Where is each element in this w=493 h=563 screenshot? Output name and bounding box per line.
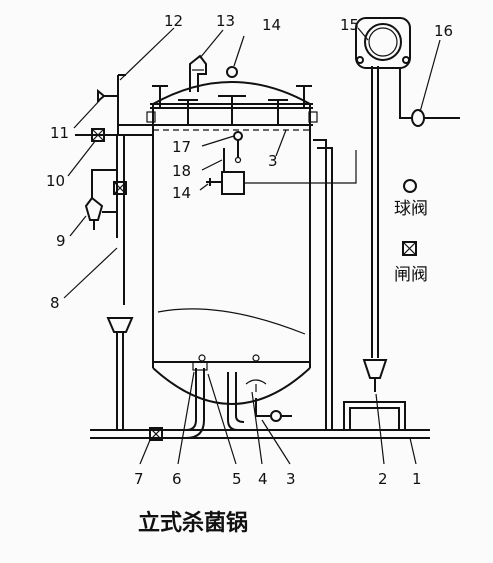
callout-10: 10: [46, 172, 65, 190]
right-piping: [244, 17, 460, 430]
callout-3-bottom: 3: [286, 470, 296, 488]
callout-14-mid: 14: [172, 184, 191, 202]
callout-13: 13: [216, 12, 235, 30]
ball-valve-legend-icon: [403, 179, 417, 193]
callout-8: 8: [50, 294, 60, 312]
legend-ball-valve-label: 球阀: [394, 199, 428, 219]
legend-gate-valve-label: 闸阀: [394, 265, 428, 285]
left-drain-assembly: [84, 135, 134, 430]
callout-1: 1: [412, 470, 422, 488]
callout-5: 5: [232, 470, 242, 488]
callout-11: 11: [50, 124, 69, 142]
callout-15: 15: [340, 16, 359, 34]
callout-17: 17: [172, 138, 191, 156]
retort-vessel: [152, 104, 311, 405]
internal-components: [206, 131, 245, 195]
callout-14-top: 14: [262, 16, 281, 34]
callout-3-mid: 3: [268, 152, 278, 170]
callout-9: 9: [56, 232, 66, 250]
leader-lines: [63, 27, 441, 465]
callout-2: 2: [378, 470, 388, 488]
callout-labels: 12 13 14 15 16 11 10 9 8 17 18 14 3 7 6 …: [46, 12, 453, 488]
callout-12: 12: [164, 12, 183, 30]
diagram-title: 立式杀菌锅: [138, 510, 248, 536]
callout-7: 7: [134, 470, 144, 488]
retort-lid: [146, 66, 318, 126]
callout-4: 4: [258, 470, 268, 488]
legend: 球阀 闸阀: [394, 179, 428, 285]
gate-valve-legend-icon: [402, 241, 417, 256]
callout-16: 16: [434, 22, 453, 40]
callout-6: 6: [172, 470, 182, 488]
callout-18: 18: [172, 162, 191, 180]
safety-valve: [189, 54, 207, 92]
steam-inlet-assembly: [75, 74, 153, 142]
bottom-piping: [90, 354, 430, 441]
